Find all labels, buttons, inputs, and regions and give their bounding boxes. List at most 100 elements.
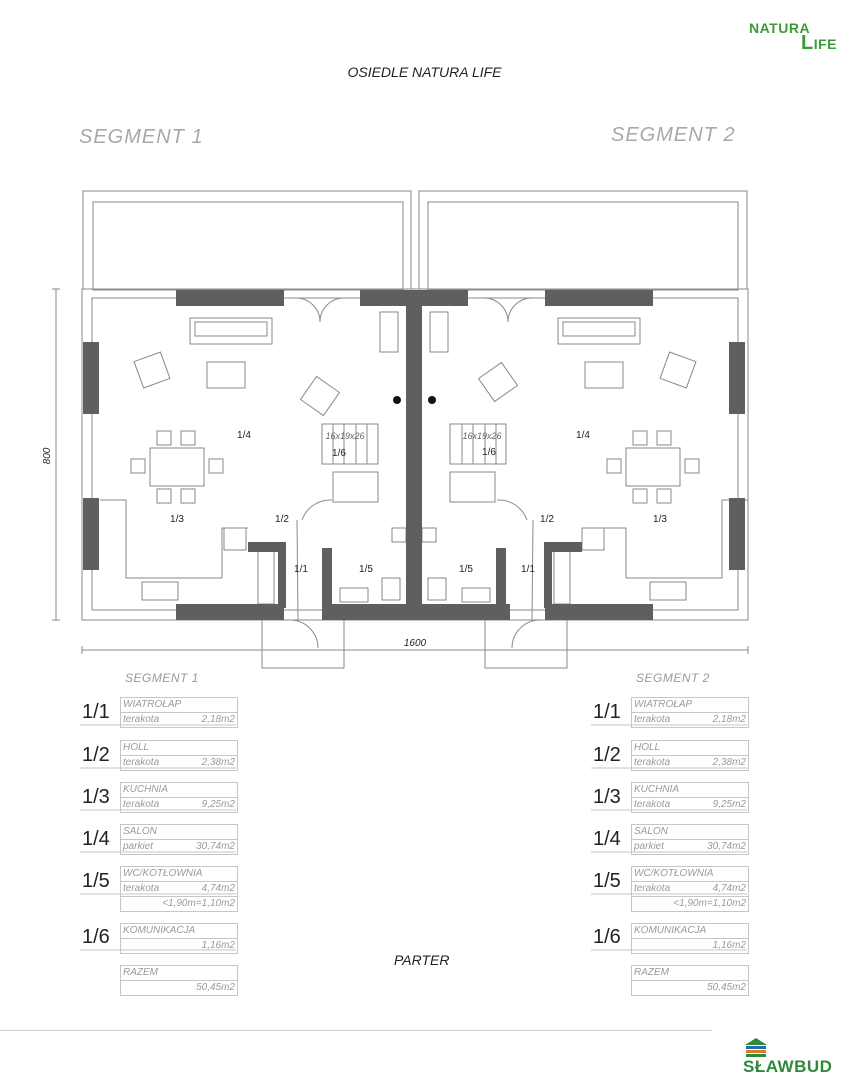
room-total: RAZEM 50,45m2 [631,965,749,996]
structural-walls [83,290,745,620]
room-entry-wiatrolap: WIATROŁAP terakota 2,18m2 [120,697,238,728]
room-material: terakota [123,799,160,810]
segment-1-heading: SEGMENT 1 [79,126,204,148]
total-area: 50,45m2 [707,982,746,993]
room-area: 9,25m2 [201,799,235,810]
room-entry-salon: SALON parkiet 30,74m2 [631,824,749,855]
room-label-1-6-left: 1/6 [332,448,346,459]
dimension-height-label: 800 [42,447,53,464]
segment-1-subheading: SEGMENT 1 [125,671,199,685]
room-entry-kuchnia: KUCHNIA terakota 9,25m2 [120,782,238,813]
room-name: WC/KOTŁOWNIA [123,868,203,879]
room-code: 1/3 [593,786,621,808]
room-code: 1/4 [593,828,621,850]
room-name: SALON [634,826,668,837]
room-material: terakota [634,757,671,768]
room-entry-komunikacja: KOMUNIKACJA 1,16m2 [120,923,238,954]
total-label: RAZEM [123,967,158,978]
room-label-1-2-right: 1/2 [540,514,554,525]
room-name: WIATROŁAP [123,699,182,710]
room-material: terakota [634,799,671,810]
room-total: RAZEM 50,45m2 [120,965,238,996]
room-material: terakota [123,757,160,768]
room-area: 2,18m2 [201,714,235,725]
room-code: 1/6 [593,926,621,948]
page-title: OSIEDLE NATURA LIFE [347,64,502,80]
floor-name: PARTER [394,952,450,968]
total-label: RAZEM [634,967,669,978]
room-label-1-3-right: 1/3 [653,514,667,525]
room-area: 2,38m2 [201,757,235,768]
room-area: 2,18m2 [712,714,746,725]
room-entry-holl: HOLL terakota 2,38m2 [120,740,238,771]
room-label-1-1-left: 1/1 [294,564,308,575]
room-label-1-3-left: 1/3 [170,514,184,525]
slawbud-logo-text: SŁAWBUD [743,1056,833,1076]
room-extra-area: <1,90m=1,10m2 [632,896,748,911]
slawbud-logo-icon [745,1037,767,1057]
stair-label-right: 16x19x26 [462,431,501,441]
room-name: WIATROŁAP [634,699,693,710]
room-code: 1/6 [82,926,110,948]
room-code: 1/2 [82,744,110,766]
room-area: 2,38m2 [712,757,746,768]
dimension-width-label: 1600 [404,638,427,649]
room-name: KUCHNIA [634,784,680,795]
room-material: terakota [123,714,160,725]
room-code: 1/4 [82,828,110,850]
room-code: 1/5 [82,870,110,892]
segment-2-heading: SEGMENT 2 [611,124,736,146]
room-material: terakota [123,883,160,894]
room-area: 4,74m2 [201,883,235,894]
room-area: 9,25m2 [712,799,746,810]
room-name: KOMUNIKACJA [634,925,707,936]
total-area: 50,45m2 [196,982,235,993]
room-entry-wiatrolap: WIATROŁAP terakota 2,18m2 [631,697,749,728]
floor-plan: 800 1600 1/4 1/4 1/3 1/3 1/2 1/2 1/1 1/1… [42,190,749,669]
room-code: 1/1 [593,701,621,723]
dimension-lines [52,288,749,654]
room-label-1-1-right: 1/1 [521,564,535,575]
slawbud-logo: SŁAWBUD [743,1036,849,1077]
room-entry-wc-kotlownia: WC/KOTŁOWNIA terakota 4,74m2 <1,90m=1,10m… [631,866,749,912]
footer-divider [0,1030,712,1031]
stair-label-left: 16x19x26 [325,431,364,441]
room-area: 1,16m2 [201,940,235,951]
room-material: parkiet [123,841,154,852]
room-material: terakota [634,883,671,894]
room-name: WC/KOTŁOWNIA [634,868,714,879]
room-name: HOLL [634,742,661,753]
room-label-1-4-right: 1/4 [576,430,590,441]
room-entry-kuchnia: KUCHNIA terakota 9,25m2 [631,782,749,813]
room-name: SALON [123,826,157,837]
room-area: 4,74m2 [712,883,746,894]
room-extra-area: <1,90m=1,10m2 [121,896,237,911]
room-entry-holl: HOLL terakota 2,38m2 [631,740,749,771]
segment-2-subheading: SEGMENT 2 [636,671,710,685]
room-name: HOLL [123,742,150,753]
room-code: 1/5 [593,870,621,892]
room-entry-wc-kotlownia: WC/KOTŁOWNIA terakota 4,74m2 <1,90m=1,10m… [120,866,238,912]
room-area: 30,74m2 [196,841,235,852]
room-label-1-5-left: 1/5 [359,564,373,575]
logo-line-2: LIFE [801,32,837,54]
room-label-1-2-left: 1/2 [275,514,289,525]
logo-line-1: NATURA [749,20,811,36]
room-material: terakota [634,714,671,725]
room-code: 1/1 [82,701,110,723]
room-area: 30,74m2 [707,841,746,852]
plan-labels: 800 1600 1/4 1/4 1/3 1/3 1/2 1/2 1/1 1/1… [42,430,667,649]
room-table-rules [80,724,747,951]
natura-life-logo: NATURA LIFE [749,20,837,55]
room-entry-komunikacja: KOMUNIKACJA 1,16m2 [631,923,749,954]
room-name: KOMUNIKACJA [123,925,196,936]
room-label-1-5-right: 1/5 [459,564,473,575]
room-label-1-4-left: 1/4 [237,430,251,441]
room-entry-salon: SALON parkiet 30,74m2 [120,824,238,855]
stove-burners [393,396,436,404]
room-area: 1,16m2 [712,940,746,951]
room-name: KUCHNIA [123,784,169,795]
room-material: parkiet [634,841,665,852]
room-code: 1/3 [82,786,110,808]
room-label-1-6-right: 1/6 [482,447,496,458]
